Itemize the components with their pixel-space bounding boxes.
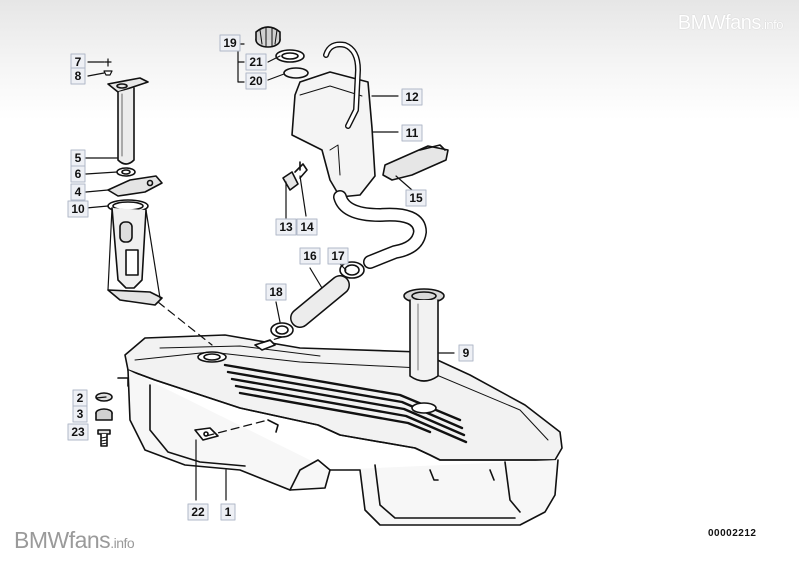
callout-label-10: 10 — [71, 202, 85, 216]
fuel-tank-drawing — [117, 334, 563, 526]
callout-box-22 — [187, 503, 209, 521]
callout-box-11 — [401, 124, 423, 142]
callout-box-13 — [275, 218, 297, 236]
callout-label-4: 4 — [75, 185, 82, 199]
callout-label-6: 6 — [75, 167, 82, 181]
callout-label-12: 12 — [405, 90, 419, 104]
callout-label-14: 14 — [300, 220, 314, 234]
callout-box-17 — [327, 247, 349, 265]
brand-watermark-bottom: BMWfans.info — [14, 527, 135, 554]
callout-label-9: 9 — [463, 346, 470, 360]
callout-label-1: 1 — [225, 505, 232, 519]
callout-label-13: 13 — [279, 220, 293, 234]
callout-label-2: 2 — [77, 391, 84, 405]
callout-label-19: 19 — [223, 36, 237, 50]
expansion-tank-drawing — [255, 26, 449, 338]
callout-label-17: 17 — [331, 249, 345, 263]
callout-label-8: 8 — [75, 69, 82, 83]
leader-lines — [85, 43, 455, 501]
callout-label-22: 22 — [191, 505, 205, 519]
callout-box-8 — [70, 67, 86, 85]
brand-sub-text: .info — [760, 17, 784, 32]
callout-box-4 — [70, 183, 86, 201]
callout-label-11: 11 — [406, 126, 419, 140]
callout-box-16 — [299, 247, 321, 265]
callout-box-23 — [67, 423, 89, 441]
callout-box-15 — [405, 189, 427, 207]
callout-label-20: 20 — [249, 74, 263, 88]
brand-sub-text: .info — [110, 535, 135, 551]
callout-label-7: 7 — [75, 55, 82, 69]
brand-main-text: BMWfans — [14, 527, 111, 553]
callout-box-9 — [458, 344, 474, 362]
assembly-guide-lines — [157, 301, 283, 437]
callout-box-6 — [70, 165, 86, 183]
callout-label-23: 23 — [71, 425, 85, 439]
callout-box-19 — [219, 34, 241, 52]
callout-box-12 — [401, 88, 423, 106]
diagram-code: 00002212 — [708, 528, 757, 539]
callout-label-16: 16 — [303, 249, 317, 263]
callout-box-1 — [220, 503, 236, 521]
brand-watermark-top: BMWfans.info — [677, 12, 784, 35]
brand-main-text: BMWfans — [677, 12, 762, 34]
sender-unit-drawing — [403, 288, 445, 382]
callout-label-3: 3 — [77, 407, 84, 421]
callout-box-20 — [245, 72, 267, 90]
fuel-pump-assembly-drawing — [103, 58, 163, 306]
callout-label-5: 5 — [75, 151, 82, 165]
callout-box-3 — [72, 405, 88, 423]
callout-label-15: 15 — [409, 191, 423, 205]
mounting-hardware-drawing — [95, 392, 113, 447]
callout-box-18 — [265, 283, 287, 301]
callout-box-21 — [245, 53, 267, 71]
callout-box-14 — [296, 218, 318, 236]
callout-label-18: 18 — [269, 285, 283, 299]
callout-box-10 — [67, 200, 89, 218]
callout-label-21: 21 — [249, 55, 263, 69]
